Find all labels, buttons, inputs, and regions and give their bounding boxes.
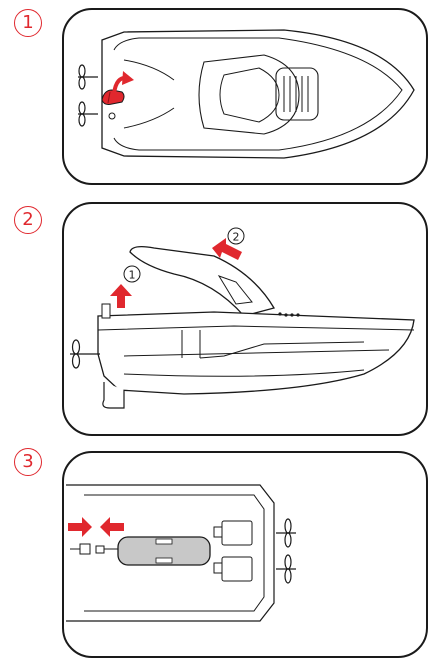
sub-step-1-label: 1 [129,269,136,282]
sub-step-2-label: 2 [233,231,240,244]
up-arrow-icon [110,284,132,308]
propeller-icon [78,64,98,127]
propeller-icon [276,518,296,584]
power-switch [101,89,125,105]
step-2-panel: 1 2 [62,202,428,436]
boat-top-view [78,29,415,159]
left-arrow-icon [212,238,242,260]
right-arrow-icon [68,517,92,537]
battery [117,536,211,566]
step-number-2: 2 [14,206,42,234]
boat-side-view: 1 2 [70,227,415,409]
step-number-1: 1 [14,9,42,37]
step-number-3: 3 [14,448,42,476]
left-arrow-icon [100,517,124,537]
battery-compartment [66,484,296,622]
propeller-icon [70,339,100,369]
step-3-panel [62,451,428,658]
step-1-panel [62,8,428,185]
